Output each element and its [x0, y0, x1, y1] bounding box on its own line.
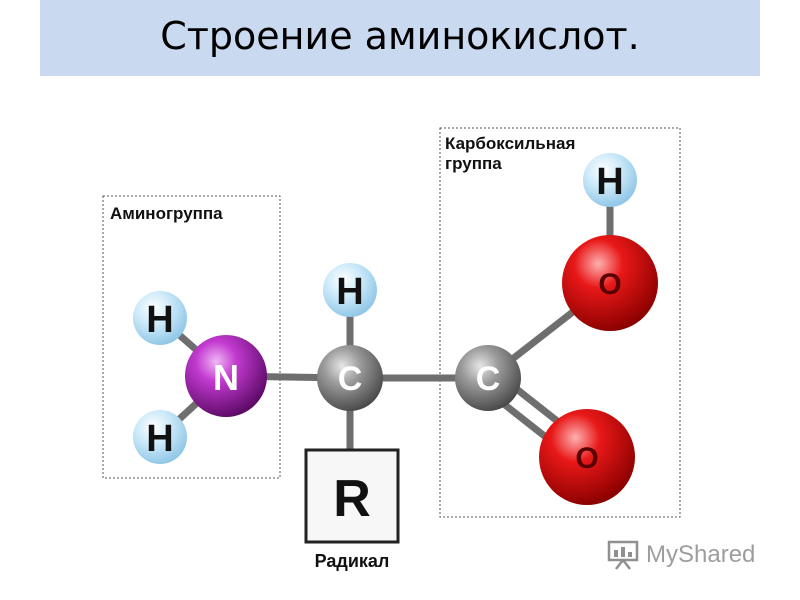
atom-symbol-c: C	[338, 360, 363, 398]
alpha-carbon-atom: C	[317, 345, 383, 411]
hydrogen-atom-carboxyl: H	[583, 153, 637, 207]
carboxyl-carbon-atom: C	[455, 345, 521, 411]
aminogroup-label: Аминогруппа	[110, 204, 223, 223]
atom-symbol-c: C	[476, 360, 501, 398]
radical-label: Радикал	[315, 551, 390, 571]
radical-box	[304, 448, 400, 544]
bonds	[156, 176, 614, 468]
aminogroup-frame	[102, 195, 281, 479]
presentation-board-icon	[607, 540, 639, 570]
hydroxyl-oxygen-atom: O	[562, 235, 658, 331]
watermark-text: MyShared	[646, 541, 756, 568]
atom-symbol-h: H	[336, 271, 363, 313]
carboxyl-label-line1: Карбоксильная	[445, 134, 575, 153]
nitrogen-atom: N	[185, 335, 267, 417]
hydrogen-atom-amino-top: H	[133, 291, 187, 345]
atom-symbol-h: H	[146, 299, 173, 341]
carbonyl-oxygen-atom: O	[539, 409, 635, 505]
atom-symbol-n: N	[213, 357, 239, 398]
hydrogen-atom-amino-bottom: H	[133, 410, 187, 464]
radical-symbol: R	[333, 470, 371, 528]
carboxyl-group-frame	[439, 127, 681, 518]
hydrogen-atom-alpha: H	[323, 263, 377, 317]
carboxyl-label-line2: группа	[445, 154, 502, 173]
atom-symbol-o: O	[598, 268, 621, 301]
atom-symbol-o: O	[575, 442, 598, 475]
atom-symbol-h: H	[146, 418, 173, 460]
slide-title: Строение аминокислот.	[160, 14, 640, 58]
atom-symbol-h: H	[596, 161, 623, 203]
watermark: MyShared	[606, 535, 776, 575]
title-bar: Строение аминокислот.	[40, 0, 760, 76]
